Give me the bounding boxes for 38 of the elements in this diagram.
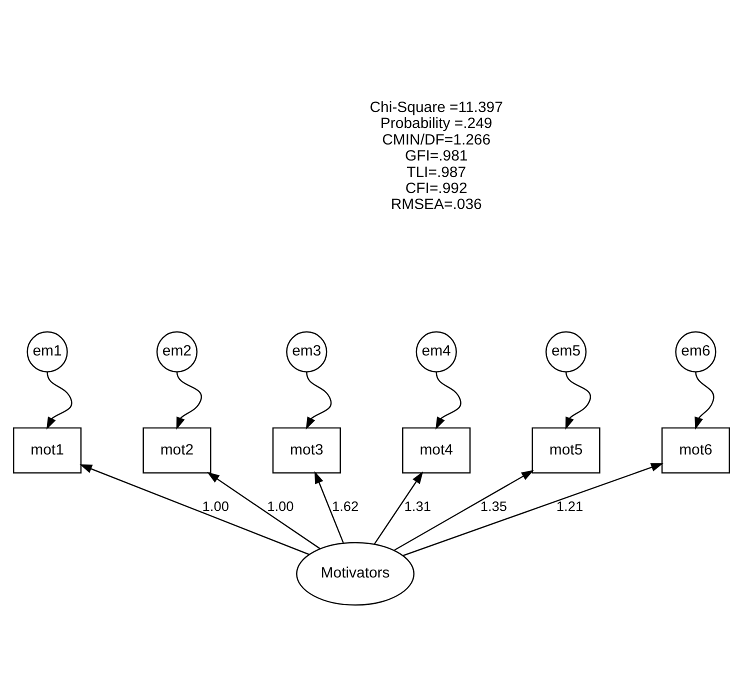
node-circle: em1	[26, 331, 68, 372]
label: GFI=.981	[404, 148, 468, 165]
label: CMIN/DF=1.266	[382, 131, 491, 148]
label: Chi-Square =11.397	[370, 98, 503, 116]
edge-label: 1.21	[556, 499, 584, 514]
arrow	[206, 472, 320, 550]
node-box: mot6	[661, 427, 730, 474]
label: Probability =.249	[380, 115, 492, 132]
edge-label: 1.00	[202, 499, 229, 514]
node-circle: em2	[156, 331, 198, 372]
edge-label: 1.35	[480, 499, 508, 514]
node-ellipse: Motivators	[296, 542, 415, 606]
label: TLI=.987	[406, 164, 466, 181]
node-box: mot3	[272, 427, 341, 474]
arrow	[80, 464, 310, 556]
node-circle: em3	[286, 331, 328, 372]
node-circle: em6	[675, 331, 716, 372]
label: RMSEA=.036	[390, 196, 482, 214]
arrow	[394, 470, 534, 551]
arrow	[176, 372, 202, 430]
arrow	[314, 471, 344, 543]
edge-label: 1.00	[267, 499, 294, 514]
node-box: mot4	[402, 427, 471, 474]
arrow	[436, 372, 462, 430]
edge-label: 1.62	[332, 499, 359, 514]
node-box: mot1	[12, 427, 82, 474]
arrow	[46, 372, 72, 430]
arrow	[565, 372, 592, 430]
node-circle: em4	[416, 331, 457, 372]
arrow	[402, 463, 664, 556]
node-circle: em5	[545, 331, 587, 372]
node-box: mot2	[142, 427, 212, 474]
arrow	[374, 471, 424, 544]
node-box: mot5	[532, 427, 600, 474]
arrow	[694, 372, 714, 430]
arrow	[306, 372, 332, 430]
edge-label: 1.31	[404, 499, 431, 514]
label: CFI=.992	[405, 180, 468, 197]
